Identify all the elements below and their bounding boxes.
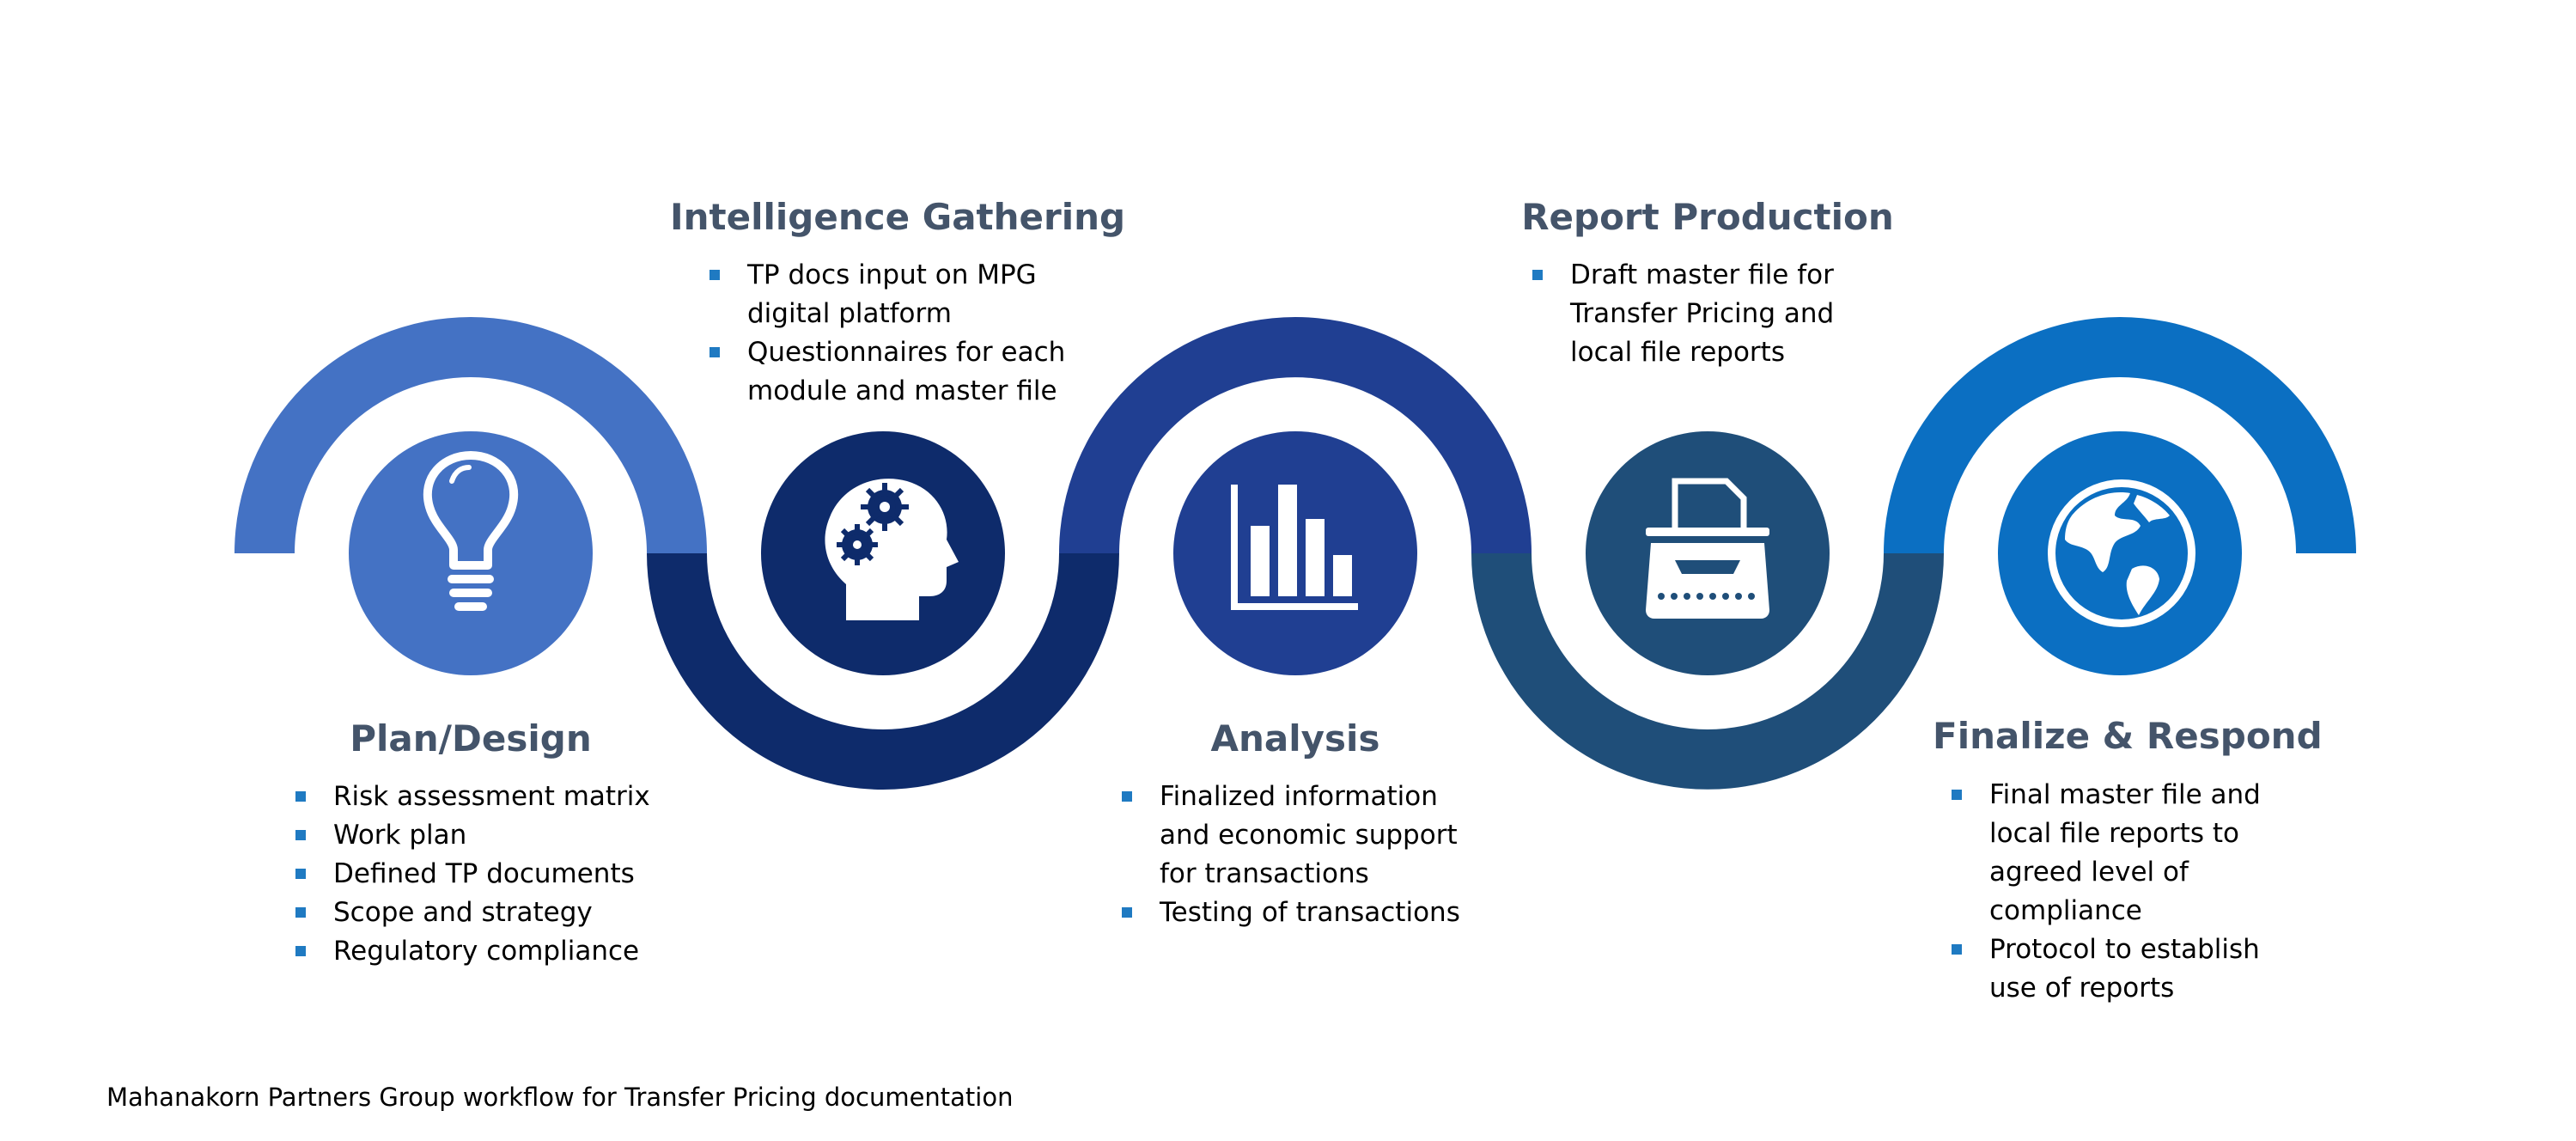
plan-circle bbox=[349, 431, 593, 675]
analysis-arc bbox=[1059, 317, 1532, 553]
lightbulb-icon bbox=[423, 451, 519, 611]
intelligence-gathering-bullets: TP docs input on MPG digital platform Qu… bbox=[709, 256, 1070, 411]
bullet-item: Defined TP documents bbox=[295, 855, 656, 894]
step-title-intelligence-gathering: Intelligence Gathering bbox=[670, 196, 1126, 238]
step-title-finalize-respond: Finalize & Respond bbox=[1933, 715, 2323, 757]
head-gears-icon bbox=[825, 479, 959, 620]
bullet-item: Protocol to establish use of reports bbox=[1952, 930, 2261, 1008]
bullet-item: Testing of transactions bbox=[1122, 894, 1483, 932]
finalize-arc bbox=[1884, 317, 2356, 553]
analysis-bullets: Finalized information and economic suppo… bbox=[1122, 778, 1483, 932]
plan-design-bullets: Risk assessment matrix Work plan Defined… bbox=[295, 778, 656, 971]
step-title-plan-design: Plan/Design bbox=[350, 717, 592, 760]
report-production-bullets: Draft master file for Transfer Pricing a… bbox=[1532, 256, 1876, 372]
bullet-item: Final master file and local file reports… bbox=[1952, 776, 2261, 930]
bullet-item: Questionnaires for each module and maste… bbox=[709, 333, 1070, 411]
figure-caption: Mahanakorn Partners Group workflow for T… bbox=[107, 1083, 1014, 1112]
intelligence-arc bbox=[647, 553, 1119, 790]
step-title-report-production: Report Production bbox=[1521, 196, 1894, 238]
step-title-analysis: Analysis bbox=[1210, 717, 1380, 760]
bullet-item: Work plan bbox=[295, 816, 656, 855]
bullet-item: TP docs input on MPG digital platform bbox=[709, 256, 1070, 333]
bar-chart-icon bbox=[1231, 485, 1358, 610]
bullet-item: Scope and strategy bbox=[295, 894, 656, 932]
bullet-item: Regulatory compliance bbox=[295, 932, 656, 971]
finalize-respond-bullets: Final master file and local file reports… bbox=[1952, 776, 2261, 1008]
plan-arc bbox=[234, 317, 707, 553]
typewriter-icon bbox=[1646, 478, 1769, 619]
bullet-item: Draft master file for Transfer Pricing a… bbox=[1532, 256, 1876, 372]
bullet-item: Finalized information and economic suppo… bbox=[1122, 778, 1483, 894]
bullet-item: Risk assessment matrix bbox=[295, 778, 656, 816]
report-arc bbox=[1471, 553, 1944, 790]
globe-icon bbox=[2048, 479, 2195, 627]
